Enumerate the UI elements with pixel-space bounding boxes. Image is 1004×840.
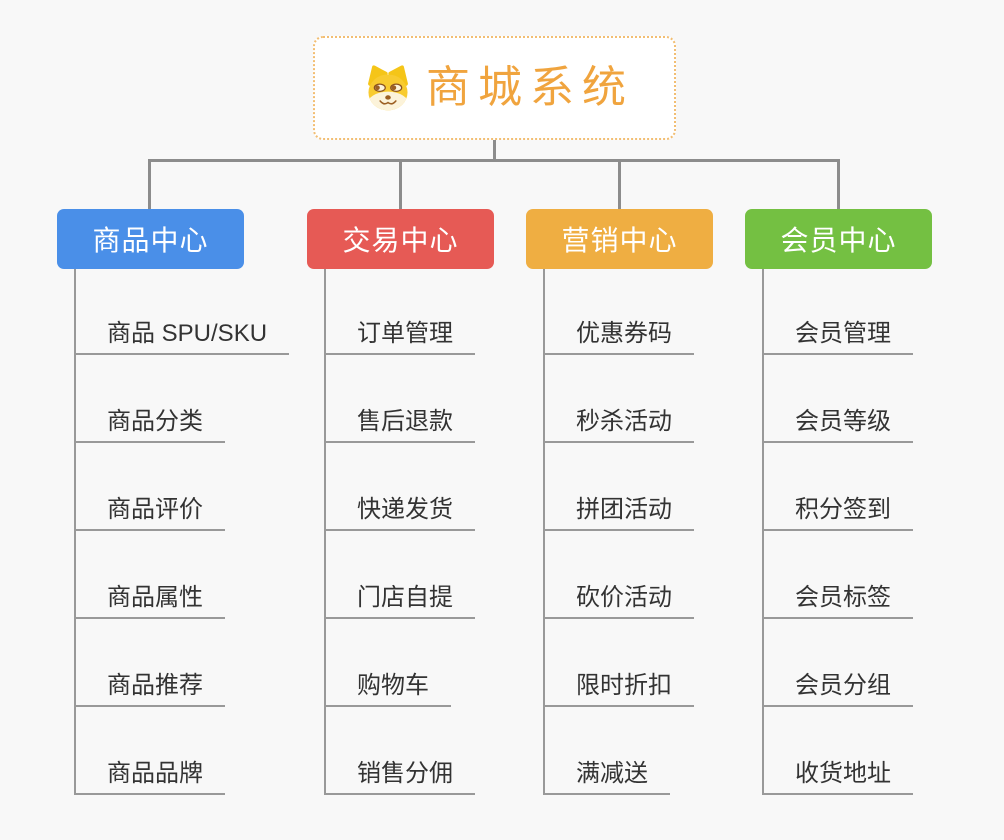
branch-spine [324,269,326,795]
connector-branch-stem [837,159,840,209]
branch-node-member[interactable]: 会员中心 [745,209,932,269]
leaf-node[interactable]: 商品分类 [74,355,225,443]
leaf-node[interactable]: 商品 SPU/SKU [74,267,290,355]
doge-icon [368,64,408,110]
leaf-node[interactable]: 购物车 [324,619,451,707]
root-title: 商城系统 [426,63,634,112]
connector-branch-stem [618,159,621,209]
branch-spine [762,269,764,795]
branch-spine [74,269,76,795]
leaf-node[interactable]: 门店自提 [324,531,475,619]
leaf-node[interactable]: 收货地址 [762,707,913,795]
connector-horizontal-bar [148,159,840,162]
leaf-node[interactable]: 砍价活动 [543,531,694,619]
branch-children-trade: 订单管理 售后退款 快递发货 门店自提 购物车 销售分佣 [324,267,475,795]
branch-children-product: 商品 SPU/SKU 商品分类 商品评价 商品属性 商品推荐 商品品牌 [74,267,290,795]
leaf-node[interactable]: 满减送 [543,707,670,795]
leaf-node[interactable]: 商品属性 [74,531,225,619]
leaf-node[interactable]: 快递发货 [324,443,475,531]
leaf-node[interactable]: 会员标签 [762,531,913,619]
branch-node-product[interactable]: 商品中心 [57,209,244,269]
branch-children-marketing: 优惠券码 秒杀活动 拼团活动 砍价活动 限时折扣 满减送 [543,267,694,795]
leaf-node[interactable]: 会员分组 [762,619,913,707]
branch-children-member: 会员管理 会员等级 积分签到 会员标签 会员分组 收货地址 [762,267,913,795]
connector-branch-stem [399,159,402,209]
leaf-node[interactable]: 积分签到 [762,443,913,531]
branch-node-trade[interactable]: 交易中心 [307,209,494,269]
leaf-node[interactable]: 商品品牌 [74,707,225,795]
branch-spine [543,269,545,795]
connector-branch-stem [148,159,151,209]
leaf-node[interactable]: 商品评价 [74,443,225,531]
leaf-node[interactable]: 优惠券码 [543,267,694,355]
leaf-node[interactable]: 会员等级 [762,355,913,443]
leaf-node[interactable]: 订单管理 [324,267,475,355]
leaf-node[interactable]: 销售分佣 [324,707,475,795]
leaf-node[interactable]: 秒杀活动 [543,355,694,443]
leaf-node[interactable]: 会员管理 [762,267,913,355]
root-node[interactable]: 商城系统 [313,36,676,140]
branch-node-marketing[interactable]: 营销中心 [526,209,713,269]
leaf-node[interactable]: 售后退款 [324,355,475,443]
connector-root-stem [493,140,496,162]
leaf-node[interactable]: 限时折扣 [543,619,694,707]
leaf-node[interactable]: 拼团活动 [543,443,694,531]
leaf-node[interactable]: 商品推荐 [74,619,225,707]
